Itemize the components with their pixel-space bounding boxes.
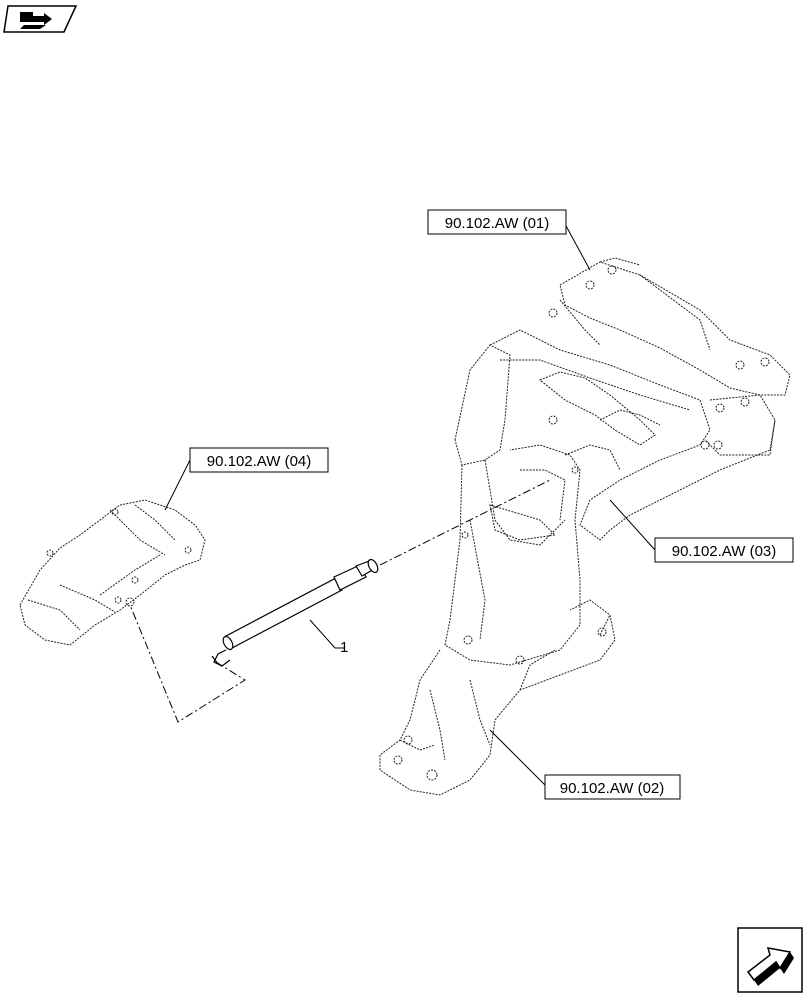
callout-04[interactable]: 90.102.AW (04): [189, 447, 329, 473]
callout-03[interactable]: 90.102.AW (03): [654, 537, 794, 563]
book-arrow-icon[interactable]: [3, 5, 78, 33]
callout-label: 90.102.AW (03): [672, 543, 777, 560]
frame-assembly: [379, 257, 791, 796]
leader-lines: [164, 223, 656, 786]
callout-label: 90.102.AW (04): [207, 453, 312, 470]
side-bracket: [19, 499, 206, 646]
item-number-label: 1: [340, 639, 348, 656]
connection-lines: [129, 479, 551, 723]
callout-02[interactable]: 90.102.AW (02): [544, 774, 681, 800]
callout-label: 90.102.AW (01): [445, 215, 550, 232]
item-number-1[interactable]: 1: [335, 639, 348, 656]
callout-label: 90.102.AW (02): [560, 780, 665, 797]
gas-strut: [211, 558, 379, 667]
next-page-arrow-icon[interactable]: [737, 927, 803, 993]
callout-01[interactable]: 90.102.AW (01): [427, 209, 567, 235]
